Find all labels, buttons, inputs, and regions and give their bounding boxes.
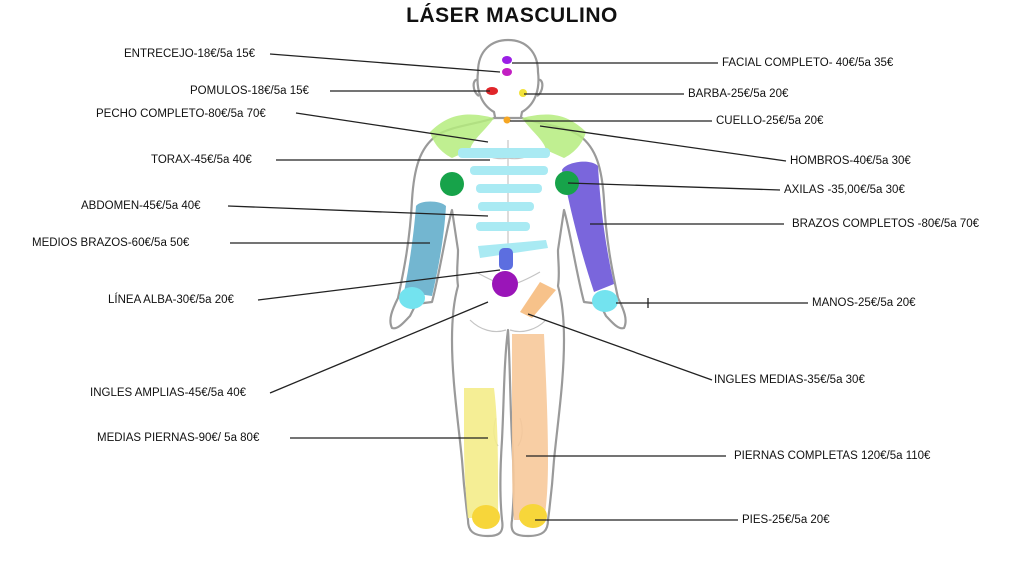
label-barba: BARBA-25€/5a 20€ <box>688 88 789 100</box>
zone-medias-piernas <box>464 388 498 518</box>
zone-brazos-completos <box>562 161 614 292</box>
zone-ingles-medias <box>520 282 556 318</box>
label-entrecejo: ENTRECEJO-18€/5a 15€ <box>124 48 256 60</box>
zone-linea-alba <box>499 248 513 270</box>
label-medios-brazos: MEDIOS BRAZOS-60€/5a 50€ <box>32 237 190 249</box>
zone-face <box>486 56 527 124</box>
zone-manos <box>399 287 618 312</box>
label-piernas-completas: PIERNAS COMPLETAS 120€/5a 110€ <box>734 450 931 462</box>
label-manos: MANOS-25€/5a 20€ <box>812 297 916 309</box>
body-outline <box>389 38 627 538</box>
label-linea-alba: LÍNEA ALBA-30€/5a 20€ <box>108 294 234 306</box>
label-pecho-completo: PECHO COMPLETO-80€/5a 70€ <box>96 108 266 120</box>
label-cuello: CUELLO-25€/5a 20€ <box>716 115 824 127</box>
label-torax: TORAX-45€/5a 40€ <box>151 154 252 166</box>
zone-hombros <box>430 114 586 158</box>
label-ingles-medias: INGLES MEDIAS-35€/5a 30€ <box>714 374 865 386</box>
label-pies: PIES-25€/5a 20€ <box>742 514 830 526</box>
leader-lines <box>227 53 808 521</box>
zone-medios-brazos <box>404 201 446 296</box>
zone-axilas <box>440 171 579 196</box>
label-hombros: HOMBROS-40€/5a 30€ <box>790 155 911 167</box>
label-abdomen: ABDOMEN-45€/5a 40€ <box>81 200 201 212</box>
label-ingles-amplias: INGLES AMPLIAS-45€/5a 40€ <box>90 387 246 399</box>
label-pomulos: POMULOS-18€/5a 15€ <box>190 85 309 97</box>
zone-piernas-completas <box>512 334 548 520</box>
label-axilas: AXILAS -35,00€/5a 30€ <box>784 184 905 196</box>
label-facial-completo: FACIAL COMPLETO- 40€/5a 35€ <box>722 57 894 69</box>
zone-torax <box>458 148 550 258</box>
label-brazos-completos: BRAZOS COMPLETOS -80€/5a 70€ <box>792 218 980 230</box>
label-medias-piernas: MEDIAS PIERNAS-90€/ 5a 80€ <box>97 432 260 444</box>
zone-pies <box>472 504 547 529</box>
page-title: LÁSER MASCULINO <box>406 4 618 27</box>
zone-ingles-amplias <box>492 271 518 297</box>
